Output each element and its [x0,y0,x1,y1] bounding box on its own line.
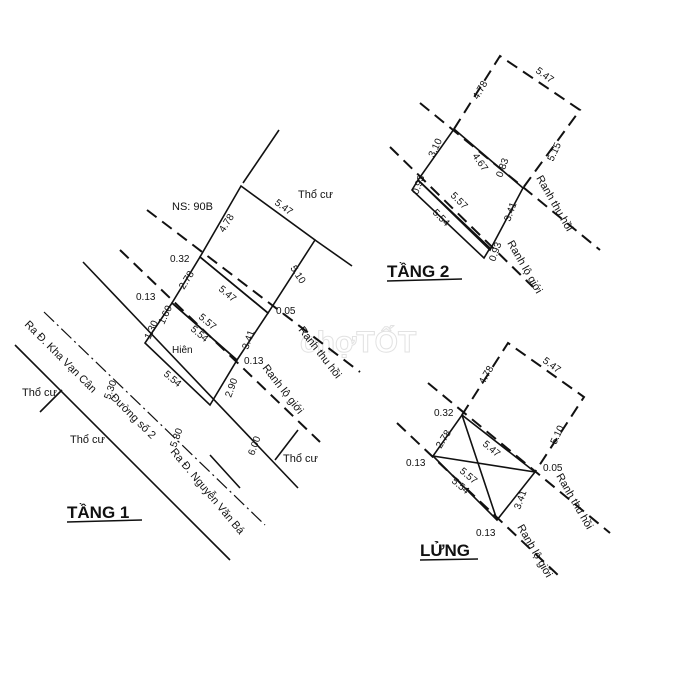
ranh-lo-gioi-label: Ranh lộ giới [504,239,544,296]
floor-2-title: TẦNG 2 [387,262,449,281]
dim-label: 5.10 [287,264,307,287]
dim-label: 2.78 [177,269,197,292]
dim-label: 0.05 [276,306,296,317]
dim-label: 4.67 [470,151,490,174]
dim-label: 3.41 [502,201,519,223]
upper-outline [453,54,582,189]
floor-1-plan: NS: 90B Thổ cư Thổ cư Thổ cư Thổ cư Hiên… [14,129,361,561]
lot-boundary-line [242,129,280,184]
dim-label: 0.32 [434,408,454,419]
mezzanine-plan: 4.78 5.47 5.10 0.32 2.78 5.47 0.13 0.05 … [396,341,611,580]
dim-label: 0.32 [170,254,190,265]
dim-label: 3.41 [512,489,529,511]
ranh-thu-hoi-label: Ranh thu hồi [553,472,595,532]
title-underline [419,558,479,561]
dim-label: 5.15 [546,141,564,164]
dim-label: 3.10 [427,137,445,160]
ranh-thu-hoi-line [419,102,601,251]
dim-label: 1.60 [157,304,175,327]
ranh-thu-hoi-label: Ranh thu hồi [533,174,575,234]
lot-number-label: NS: 90B [172,201,213,213]
diagonal-line [461,414,498,521]
dim-label: 5.47 [480,439,502,460]
mezzanine-title: LỬNG [420,541,470,560]
dim-label: 5.54 [161,369,183,390]
grid-strip [410,178,492,260]
hien-label: Hiên [172,345,193,356]
ranh-lo-gioi-line [389,146,534,288]
tho-cu-label: Thổ cư [298,189,334,201]
dim-label: 0.13 [244,356,264,367]
ranh-lo-gioi-line [119,249,321,443]
ranh-lo-gioi-label: Ranh lộ giới [514,523,554,580]
lot-boundary-line [274,429,299,461]
dim-label: 6.00 [246,435,263,457]
title-underline [386,278,463,282]
ranh-thu-hoi-line [427,382,611,534]
road-edge-line [14,344,231,561]
lot-boundary-line [314,239,353,267]
road-name-duong-so-2: Đường số 2 [108,392,158,442]
ranh-lo-gioi-label: Ranh lộ giới [260,362,306,416]
dim-label: 0.93 [410,174,427,196]
tho-cu-label: Thổ cư [22,387,58,399]
floor-1-title: TẦNG 1 [67,503,129,522]
tho-cu-label: Thổ cư [283,453,319,465]
road-center-line [43,311,266,526]
road-edge-line [82,261,299,489]
dim-label: 2.90 [223,377,240,399]
dim-label: 0.13 [406,458,426,469]
tho-cu-label: Thổ cư [70,434,106,446]
lot-boundary-line [39,389,63,413]
title-underline [66,519,143,523]
dim-label: 5.47 [216,284,238,305]
diagonal-line [432,455,536,473]
dim-label: 5.47 [272,198,295,219]
dim-label: 0.13 [476,528,496,539]
dim-label: 4.78 [471,79,490,102]
dim-label: 5.47 [533,66,556,87]
floor-2-plan: 4.78 5.47 5.15 3.10 4.67 0.83 0.93 5.57 … [386,54,601,296]
road-edge-line [209,454,241,489]
dim-label: 4.78 [217,212,237,235]
upper-outline [461,341,586,473]
dim-label: 5.57 [448,190,470,212]
road-name-kha-van-can: Ra Đ. Kha Vạn Cân [22,319,99,396]
dim-label: 3.41 [240,329,257,351]
porch-grid-area [143,301,239,407]
dim-label: 0.05 [543,463,563,474]
road-name-nguyen-van-ba: Ra Đ. Nguyễn Văn Bá [168,446,248,538]
ranh-thu-hoi-line [146,209,361,373]
dim-label: 0.13 [136,292,156,303]
